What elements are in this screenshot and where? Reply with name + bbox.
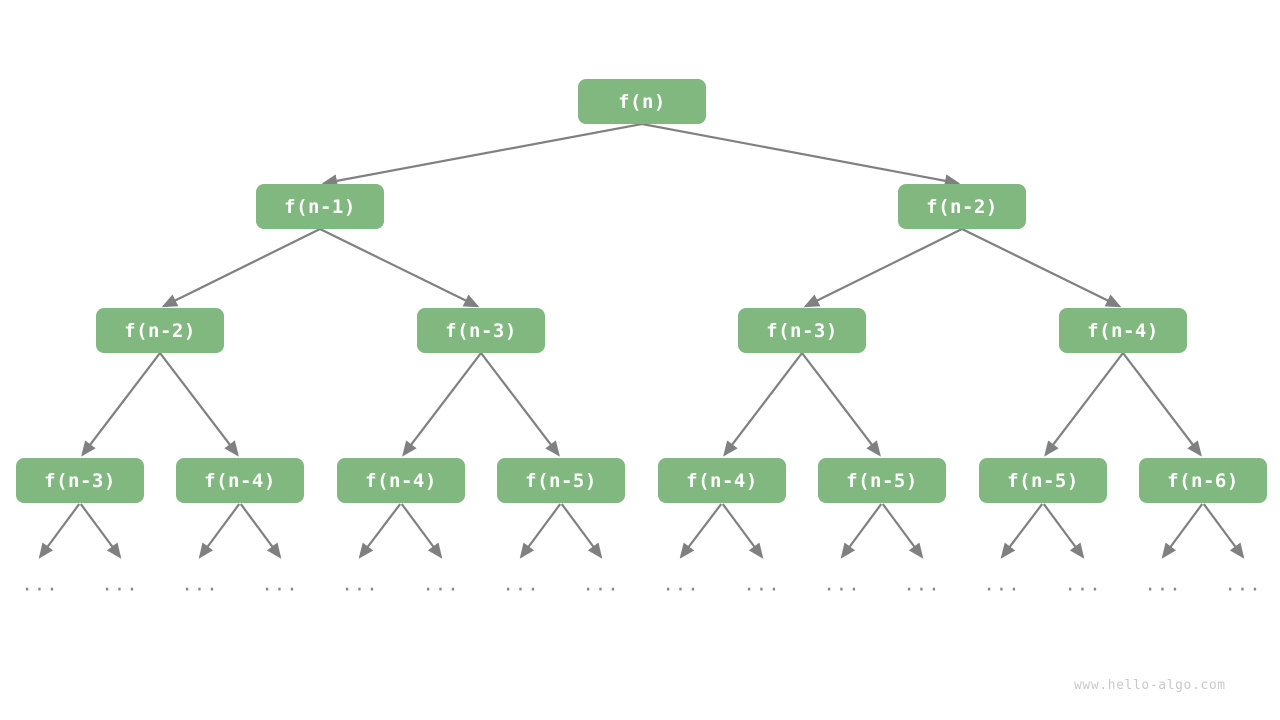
tree-edge-n4-n10: [480, 352, 560, 457]
tree-node-label: f(n-5): [525, 469, 597, 492]
leaf-stub-arrow: [721, 503, 764, 559]
tree-edge-n5-n11: [723, 352, 803, 457]
ellipsis-marker: ...: [341, 573, 379, 596]
tree-edge-n0-n1: [321, 122, 643, 188]
leaf-stub-arrows: [38, 503, 1245, 559]
tree-node-label: f(n-4): [365, 469, 437, 492]
tree-node-label: f(n-6): [1167, 469, 1239, 492]
leaf-stub-arrow: [1161, 503, 1204, 559]
leaf-stub-arrow: [38, 503, 81, 559]
tree-edge-n2-n5: [803, 228, 963, 308]
tree-edge-n5-n12: [801, 352, 881, 457]
tree-node-n7: f(n-3): [16, 458, 144, 503]
leaf-stub-arrow: [1000, 503, 1044, 559]
leaf-stub-arrow: [519, 503, 562, 559]
tree-node-n8: f(n-4): [176, 458, 304, 503]
leaf-stub-arrow: [79, 503, 122, 559]
tree-node-n14: f(n-6): [1139, 458, 1267, 503]
tree-node-n3: f(n-2): [96, 308, 224, 353]
tree-node-label: f(n-4): [686, 469, 758, 492]
leaf-stub-arrow: [1042, 503, 1085, 559]
tree-node-label: f(n-4): [204, 469, 276, 492]
tree-node-label: f(n-1): [284, 195, 356, 218]
tree-edge-n4-n9: [402, 352, 482, 457]
ellipsis-marker: ...: [261, 573, 299, 596]
leaf-stub-arrow: [1202, 503, 1245, 559]
tree-node-label: f(n-5): [1007, 469, 1079, 492]
tree-edge-n6-n13: [1044, 352, 1124, 457]
ellipsis-marker: ...: [582, 573, 620, 596]
tree-node-label: f(n-4): [1087, 319, 1159, 342]
tree-node-n4: f(n-3): [417, 308, 545, 353]
tree-edge-n1-n3: [161, 228, 321, 308]
tree-node-label: f(n-5): [846, 469, 918, 492]
tree-edge-n3-n8: [159, 352, 239, 457]
tree-node-n11: f(n-4): [658, 458, 786, 503]
leaf-stub-arrow: [679, 503, 723, 559]
leaf-stub-arrow: [840, 503, 883, 559]
ellipsis-marker: ...: [1224, 573, 1262, 596]
ellipsis-marker: ...: [662, 573, 700, 596]
ellipsis-marker: ...: [21, 573, 59, 596]
tree-node-label: f(n-2): [926, 195, 998, 218]
ellipsis-marker: ...: [1144, 573, 1182, 596]
ellipsis-marker: ...: [502, 573, 540, 596]
tree-edge-n0-n2: [641, 122, 961, 188]
ellipsis-marker: ...: [181, 573, 219, 596]
tree-node-n1: f(n-1): [256, 184, 384, 229]
tree-node-n6: f(n-4): [1059, 308, 1187, 353]
ellipsis-marker: ...: [823, 573, 861, 596]
tree-node-label: f(n-2): [124, 319, 196, 342]
ellipsis-marker: ...: [903, 573, 941, 596]
tree-edges: [81, 122, 1202, 457]
ellipsis-marker: ...: [983, 573, 1021, 596]
ellipsis-marker: ...: [101, 573, 139, 596]
leaf-stub-arrow: [198, 503, 241, 559]
tree-node-label: f(n): [618, 90, 666, 113]
leaf-stub-arrow: [400, 503, 443, 559]
tree-edge-n3-n7: [81, 352, 161, 457]
leaf-stub-arrow: [560, 503, 603, 559]
tree-node-label: f(n-3): [766, 319, 838, 342]
leaf-stub-arrow: [881, 503, 924, 559]
ellipsis-marker: ...: [422, 573, 460, 596]
leaf-stub-arrow: [239, 503, 282, 559]
tree-node-n9: f(n-4): [337, 458, 465, 503]
tree-edge-n6-n14: [1122, 352, 1202, 457]
tree-edge-n1-n4: [319, 228, 480, 308]
leaf-stub-arrow: [358, 503, 402, 559]
ellipsis-marker: ...: [1064, 573, 1102, 596]
tree-node-n0: f(n): [578, 79, 706, 124]
ellipsis-marker: ...: [743, 573, 781, 596]
tree-node-label: f(n-3): [44, 469, 116, 492]
tree-node-n2: f(n-2): [898, 184, 1026, 229]
tree-edge-n2-n6: [961, 228, 1122, 308]
tree-node-n12: f(n-5): [818, 458, 946, 503]
tree-node-n10: f(n-5): [497, 458, 625, 503]
watermark: www.hello-algo.com: [1074, 678, 1226, 693]
tree-node-n13: f(n-5): [979, 458, 1107, 503]
tree-node-label: f(n-3): [445, 319, 517, 342]
tree-node-n5: f(n-3): [738, 308, 866, 353]
